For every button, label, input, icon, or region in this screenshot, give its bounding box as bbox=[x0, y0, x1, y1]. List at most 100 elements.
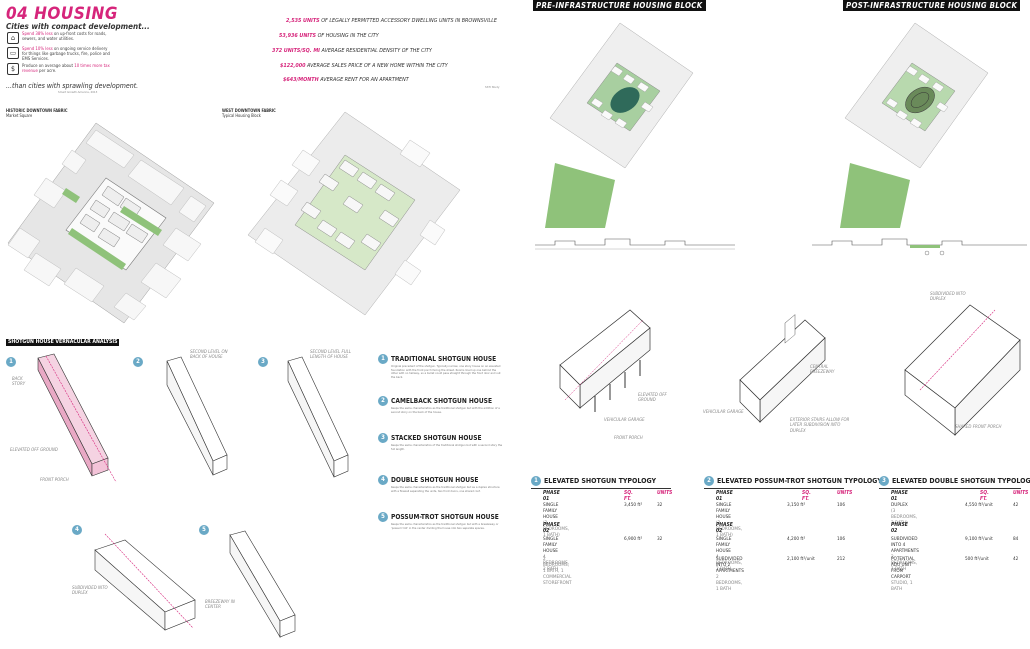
units-cell: 212 bbox=[837, 557, 846, 562]
header-units: UNITS bbox=[837, 490, 853, 496]
units-cell: 84 bbox=[1013, 537, 1019, 542]
units-cell: 106 bbox=[837, 503, 846, 508]
table-row: SINGLE FAMILY HOUSE(2 BEDROOMS, 1 BATH) bbox=[716, 503, 743, 538]
phase-label: PHASE 02 bbox=[543, 522, 560, 534]
anno-breezeway: BREEZEWAY IN CENTER bbox=[205, 600, 235, 611]
table-row: SINGLE FAMILY HOUSE(3 BEDROOMS, 1 BATH) bbox=[543, 503, 570, 538]
number-3: 3 bbox=[258, 357, 268, 367]
sqft-cell: 3,150 ft² bbox=[787, 503, 806, 508]
shotgun-house-4 bbox=[94, 533, 196, 631]
stat-2: 53,936 UNITS OF HOUSING IN THE CITY bbox=[279, 33, 379, 39]
anno-back-story: BACK STORY bbox=[12, 377, 26, 388]
anno-subdivided: SUBDIVIDED INTO DUPLEX bbox=[72, 586, 108, 597]
table-row: DUPLEX(3 BEDROOMS, 2 BATH) bbox=[891, 503, 918, 526]
pre-infra-title: PRE-INFRASTRUCTURE HOUSING BLOCK bbox=[533, 0, 706, 11]
road-icon: ⌂ bbox=[7, 32, 19, 44]
anno-second-back: SECOND LEVEL ON BACK OF HOUSE bbox=[190, 350, 228, 361]
header-sqft: SQ. FT. bbox=[980, 490, 989, 502]
money-icon: $ bbox=[7, 63, 19, 75]
header-units: UNITS bbox=[1013, 490, 1029, 496]
page-title: 04 HOUSING bbox=[6, 4, 118, 24]
source-note: Smart Growth America, 2013 bbox=[58, 90, 98, 94]
units-cell: 42 bbox=[1013, 503, 1019, 508]
sqft-cell: 6,900 ft² bbox=[624, 537, 643, 542]
post-infra-title: POST-INFRASTRUCTURE HOUSING BLOCK bbox=[843, 0, 1021, 11]
header-phase: PHASE 01 bbox=[543, 490, 560, 502]
fact-1: Spend 38% less on up-front costs for roa… bbox=[22, 32, 107, 43]
double-shotgun-axo bbox=[904, 304, 1021, 436]
shotgun-house-2 bbox=[166, 356, 228, 476]
axo-subdivided: SUBDIVIDED INTO DUPLEX bbox=[930, 292, 966, 303]
anno-second-full: SECOND LEVEL FULL LENGTH OF HOUSE bbox=[310, 350, 352, 361]
axo-vehicular-2: VEHICULAR GARAGE bbox=[703, 410, 744, 415]
axo-exterior-stairs: EXTERIOR STAIRS ALLOW FOR LATER SUBDIVIS… bbox=[790, 418, 850, 434]
pre-infra-section bbox=[535, 238, 735, 250]
units-cell: 42 bbox=[1013, 557, 1019, 562]
page-subtitle: Cities with compact development... bbox=[6, 22, 150, 31]
divider bbox=[704, 488, 844, 489]
possum-trot-axo bbox=[739, 314, 826, 423]
west-downtown-axo bbox=[247, 111, 461, 316]
source-note-2: SSTI Study bbox=[485, 85, 500, 89]
header-units: UNITS bbox=[657, 490, 673, 496]
fact-3: Produce on average about 10 times more t… bbox=[22, 64, 110, 75]
units-cell: 32 bbox=[657, 503, 663, 508]
shotgun-house-1 bbox=[37, 353, 117, 483]
number-4: 4 bbox=[72, 525, 82, 535]
truck-icon: ▭ bbox=[7, 47, 19, 59]
anno-elevated: ELEVATED OFF GROUND bbox=[10, 448, 58, 453]
stat-1: 2,535 UNITS OF LEGALLY PERMITTED ACCESSO… bbox=[286, 18, 497, 24]
typology-number: 3 bbox=[879, 476, 889, 486]
axo-front-porch: FRONT PORCH bbox=[614, 436, 643, 441]
typology-title: ELEVATED SHOTGUN TYPOLOGY bbox=[544, 477, 657, 485]
pre-infra-axo bbox=[545, 22, 694, 228]
stat-3: 372 UNITS/SQ. MI AVERAGE RESIDENTIAL DEN… bbox=[272, 48, 432, 54]
number-5: 5 bbox=[199, 525, 209, 535]
divider bbox=[531, 488, 671, 489]
historic-downtown-axo bbox=[7, 122, 215, 324]
header-phase: PHASE 01 bbox=[891, 490, 908, 502]
phase-label: PHASE 02 bbox=[716, 522, 733, 534]
axo-elevated: ELEVATED OFF GROUND bbox=[638, 393, 667, 404]
typology-title: ELEVATED POSSUM-TROT SHOTGUN TYPOLOGY bbox=[717, 477, 882, 485]
typology-number: 2 bbox=[704, 476, 714, 486]
axo-vehicular: VEHICULAR GARAGE bbox=[604, 418, 645, 423]
units-cell: 32 bbox=[657, 537, 663, 542]
vernacular-heading: SHOTGUN HOUSE VERNACULAR ANALYSIS bbox=[6, 339, 120, 346]
header-phase: PHASE 01 bbox=[716, 490, 733, 502]
shotgun-house-5 bbox=[229, 530, 296, 639]
header-sqft: SQ. FT. bbox=[802, 490, 811, 502]
phase-label: PHASE 02 bbox=[891, 522, 908, 534]
typology-number: 1 bbox=[531, 476, 541, 486]
sqft-cell: 4,200 ft² bbox=[787, 537, 806, 542]
axo-breezeway: CENTRAL BREEZEWAY bbox=[810, 365, 835, 376]
divider bbox=[879, 488, 1021, 489]
header-sqft: SQ. FT. bbox=[624, 490, 633, 502]
sqft-cell: 4,550 ft²/unit bbox=[965, 503, 993, 508]
stat-4: $122,000 AVERAGE SALES PRICE OF A NEW HO… bbox=[280, 63, 448, 69]
post-infra-section bbox=[812, 238, 1027, 256]
stat-5: $643/MONTH AVERAGE RENT FOR AN APARTMENT bbox=[283, 77, 409, 83]
fact-2: Spend 10% less on ongoing service delive… bbox=[22, 47, 110, 63]
sqft-cell: 9,100 ft²/unit bbox=[965, 537, 993, 542]
typology-title: ELEVATED DOUBLE SHOTGUN TYPOLOGY bbox=[892, 477, 1030, 485]
post-infra-axo bbox=[840, 22, 989, 228]
shotgun-house-3 bbox=[287, 356, 349, 478]
number-2: 2 bbox=[133, 357, 143, 367]
units-cell: 106 bbox=[837, 537, 846, 542]
tagline: ...than cities with sprawling developmen… bbox=[6, 82, 139, 90]
sqft-cell: 3,450 ft² bbox=[624, 503, 643, 508]
number-1: 1 bbox=[6, 357, 16, 367]
elevated-shotgun-axo bbox=[559, 309, 651, 412]
sqft-cell: 500 ft²/unit bbox=[965, 557, 989, 562]
sqft-cell: 2,100 ft²/unit bbox=[787, 557, 815, 562]
axo-shared-porch: SHARED FRONT PORCH bbox=[955, 425, 1002, 430]
